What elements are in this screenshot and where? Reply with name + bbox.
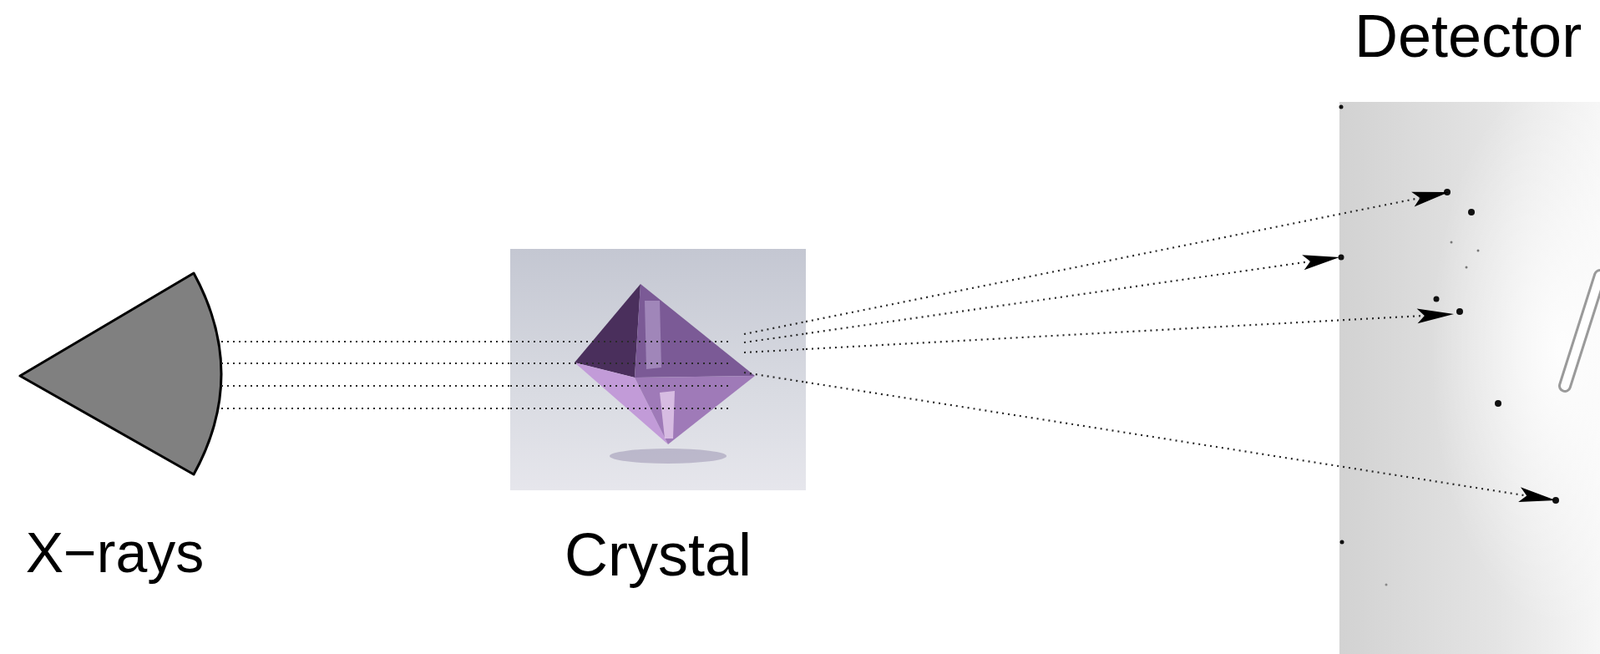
beam-line (805, 382, 1526, 497)
beam-in-crystal (744, 349, 806, 353)
beam-line (805, 261, 1310, 334)
beam-line (221, 384, 511, 387)
beam-line (221, 340, 511, 343)
beam-line (221, 407, 511, 410)
beam-in-crystal (744, 321, 806, 335)
detector-glow (1339, 101, 1600, 654)
beam-connector (805, 254, 1340, 334)
beam-line (805, 315, 1424, 350)
crystal-facet (634, 375, 755, 445)
diffraction-spot (1494, 400, 1502, 407)
crystal-photo (510, 248, 806, 491)
beam-connector (221, 408, 511, 410)
beam-in-crystal (744, 333, 806, 343)
beam-connector (221, 385, 511, 387)
detector-image (1338, 101, 1600, 654)
xray-source (20, 273, 222, 475)
diffraction-spot (1450, 241, 1454, 244)
crystal-shadow (609, 448, 727, 464)
xray-source-node: X−rays (8, 273, 222, 585)
diffraction-spot (1477, 249, 1480, 253)
beam-connector (805, 192, 1449, 322)
beam-connector (221, 341, 511, 343)
arrow-head (1417, 308, 1454, 324)
node-label: Detector (1354, 1, 1582, 71)
beam-connector (805, 308, 1454, 350)
beam-stop (1564, 275, 1600, 386)
diffraction-spot (1468, 208, 1475, 216)
diffraction-spot (1340, 540, 1345, 545)
crystal-reflection (659, 390, 675, 439)
arrow-head (1411, 192, 1449, 208)
beam-in-crystal (510, 407, 730, 410)
beam-in-crystal (510, 340, 730, 343)
beam-line (805, 197, 1420, 322)
beam-connector (221, 363, 511, 365)
beam-line (221, 362, 511, 365)
diffraction-spot (1385, 583, 1388, 587)
arrow-head (1301, 254, 1340, 270)
detector-ground (1339, 101, 1600, 654)
node-label: Crystal (564, 520, 752, 590)
beam-in-crystal (510, 384, 730, 387)
detector-node: Detector (1339, 0, 1600, 654)
beam-stop (1564, 275, 1600, 386)
diffraction-spot (1456, 308, 1464, 315)
beam-connector (805, 382, 1556, 502)
crystal-facet (574, 283, 641, 378)
diffraction-spot (1465, 266, 1469, 269)
crystal-reflection (644, 300, 662, 370)
arrow-head (1518, 486, 1556, 502)
diffraction-spot (1433, 296, 1440, 303)
crystal-node: Crystal (510, 248, 806, 593)
node-label: X−rays (25, 519, 205, 585)
beam-in-crystal (744, 372, 806, 383)
crystal-facet (634, 283, 755, 378)
beam-in-crystal (510, 362, 730, 365)
photo-ground (510, 248, 806, 491)
diffraction-spot (1339, 105, 1344, 110)
